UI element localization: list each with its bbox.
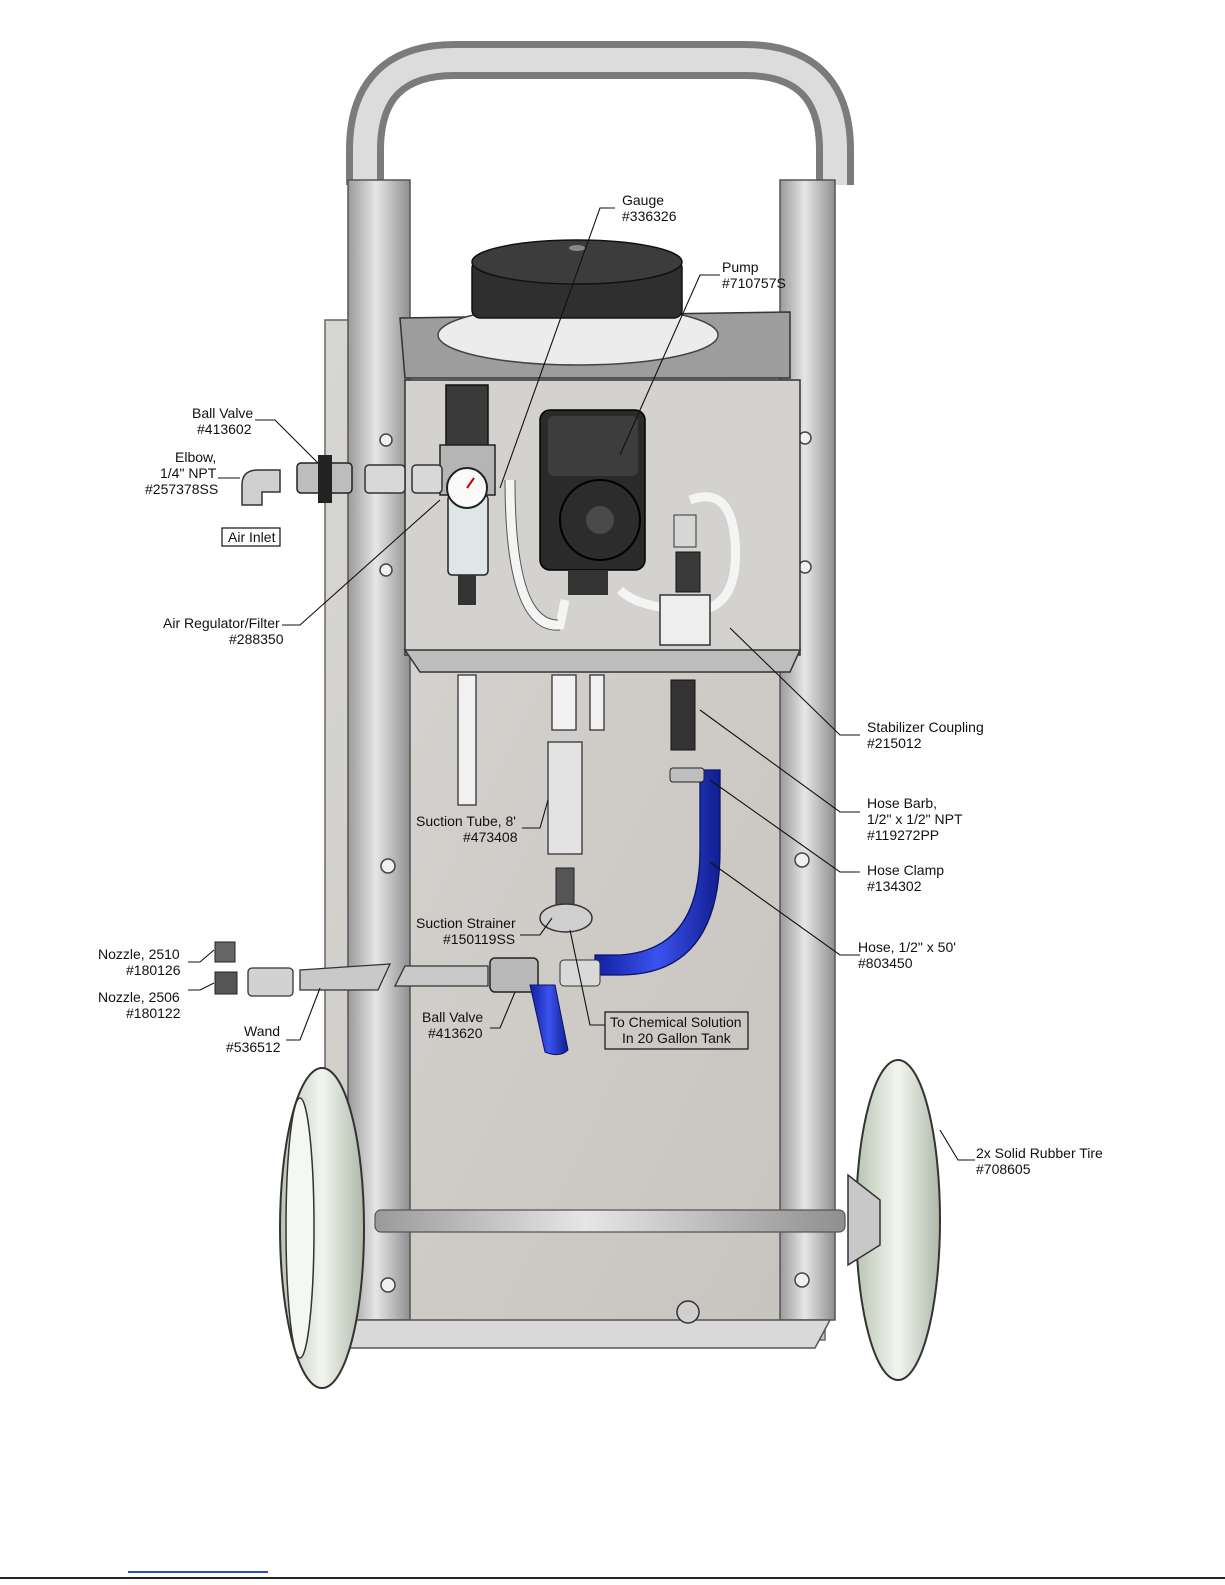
air-regulator-label: Air Regulator/Filter#288350 — [163, 615, 284, 647]
air-inlet-fittings — [241, 455, 443, 506]
hose-clamp-label: Hose Clamp#134302 — [867, 862, 944, 894]
wand-label: Wand#536512 — [226, 1023, 281, 1055]
white-tubing — [505, 479, 741, 630]
pump — [539, 409, 646, 595]
drain-plug — [676, 1300, 700, 1324]
nozzle-2506-label: Nozzle, 2506#180122 — [98, 989, 181, 1021]
air-inlet-label: Air Inlet — [228, 529, 276, 545]
hose-label: Hose, 1/2" x 50'#803450 — [858, 939, 956, 971]
suction-strainer-label: Suction Strainer#150119SS — [416, 915, 516, 947]
gauge-label: Gauge#336326 — [622, 192, 677, 224]
toe-plate — [328, 1319, 832, 1349]
nozzle-2510-label: Nozzle, 2510#180126 — [98, 946, 181, 978]
stabilizer-coupling-label: Stabilizer Coupling#215012 — [867, 719, 984, 751]
right-wheel — [847, 1059, 941, 1381]
tire-label: 2x Solid Rubber Tire#708605 — [976, 1145, 1103, 1177]
leader-lines — [188, 207, 975, 1161]
callout-labels: Gauge#336326 Pump#710757S Ball Valve#413… — [98, 192, 1103, 1177]
pump-label: Pump#710757S — [722, 259, 786, 291]
wand-assembly — [214, 941, 601, 1056]
ball-valve-bottom-label: Ball Valve#413620 — [422, 1009, 483, 1041]
hose-assembly — [594, 679, 721, 976]
stabilizer-coupling-body — [659, 594, 711, 646]
frame-bolts — [379, 431, 812, 1293]
axle — [374, 1209, 846, 1233]
suction-tube — [457, 674, 605, 933]
ball-valve-top-label: Ball Valve#413602 — [192, 405, 253, 437]
handle-tube — [346, 41, 854, 185]
air-inlet-frame — [221, 527, 281, 547]
hose-barb-label: Hose Barb,1/2" x 1/2" NPT#119272PP — [867, 795, 963, 843]
suction-tube-label: Suction Tube, 8'#473408 — [416, 813, 518, 845]
page-link-underline[interactable] — [128, 1571, 268, 1573]
page-bottom-rule — [0, 1577, 1225, 1579]
left-wheel — [279, 1067, 365, 1389]
air-regulator — [439, 384, 496, 605]
elbow-label: Elbow,1/4" NPT#257378SS — [145, 449, 218, 497]
left-rail — [347, 179, 411, 1321]
ball-valve-handle — [529, 984, 569, 1056]
right-rail — [779, 179, 836, 1321]
chemical-solution-frame — [604, 1011, 749, 1050]
tank-top — [399, 239, 791, 379]
